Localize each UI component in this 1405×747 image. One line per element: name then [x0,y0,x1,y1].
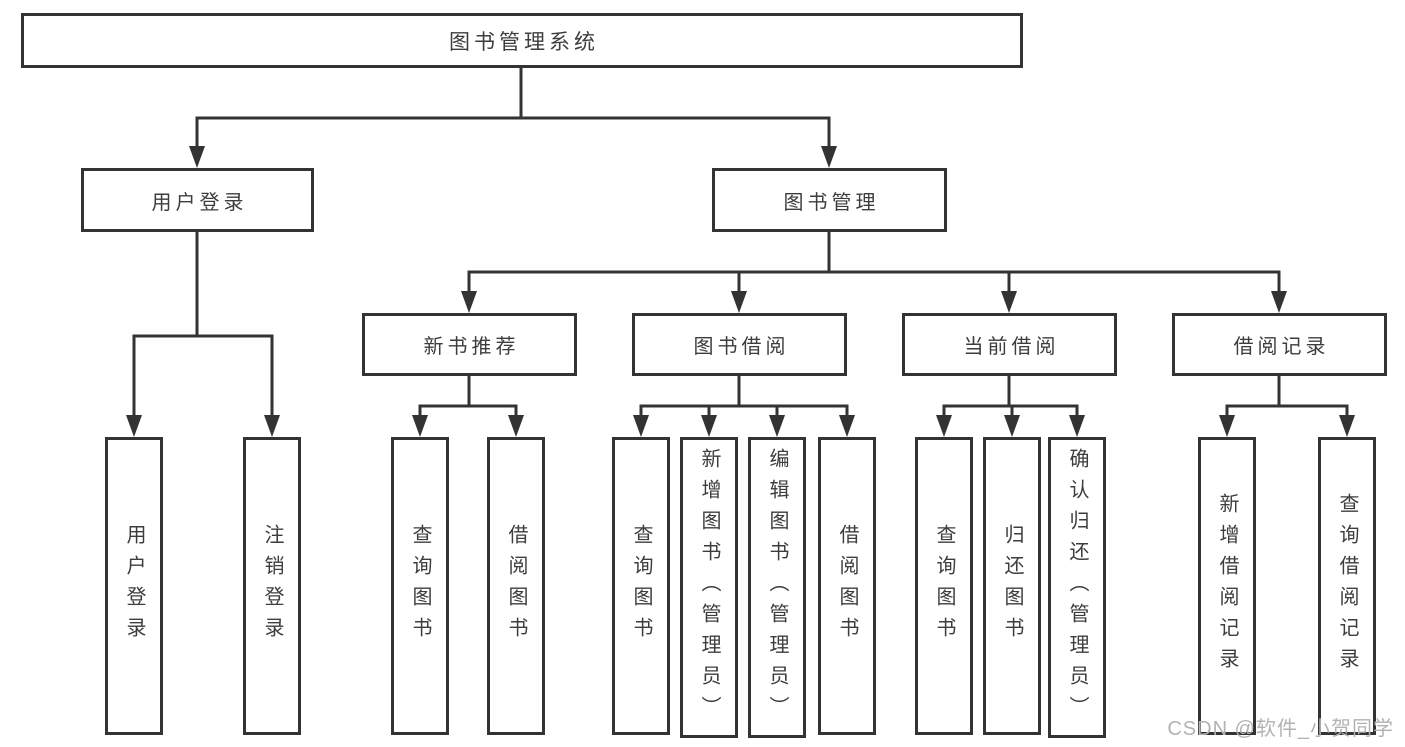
node-borrowing-records: 借阅记录 [1172,313,1387,376]
node-current-borrowing: 当前借阅 [902,313,1117,376]
leaf-confirm-return-admin: 确认归还（管理员） [1048,437,1106,738]
leaf-return-books: 归还图书 [983,437,1041,735]
leaf-add-books-admin: 新增图书（管理员） [680,437,738,738]
leaf-query-books-2: 查询图书 [612,437,670,735]
leaf-add-borrow-record: 新增借阅记录 [1198,437,1256,735]
node-book-borrowing: 图书借阅 [632,313,847,376]
csdn-watermark: CSDN @软件_小贺同学 [1167,718,1394,740]
leaf-edit-books-admin: 编辑图书（管理员） [748,437,806,738]
node-book-management: 图书管理 [712,168,947,232]
arrowheads [126,146,1355,437]
leaf-user-login: 用户登录 [105,437,163,735]
leaf-query-borrow-record: 查询借阅记录 [1318,437,1376,735]
node-user-login: 用户登录 [81,168,314,232]
leaf-logout: 注销登录 [243,437,301,735]
node-new-book-recommendation: 新书推荐 [362,313,577,376]
leaf-query-books-1: 查询图书 [391,437,449,735]
leaf-borrow-books-1: 借阅图书 [487,437,545,735]
leaf-query-books-3: 查询图书 [915,437,973,735]
leaf-borrow-books-2: 借阅图书 [818,437,876,735]
node-library-management-system: 图书管理系统 [21,13,1023,68]
